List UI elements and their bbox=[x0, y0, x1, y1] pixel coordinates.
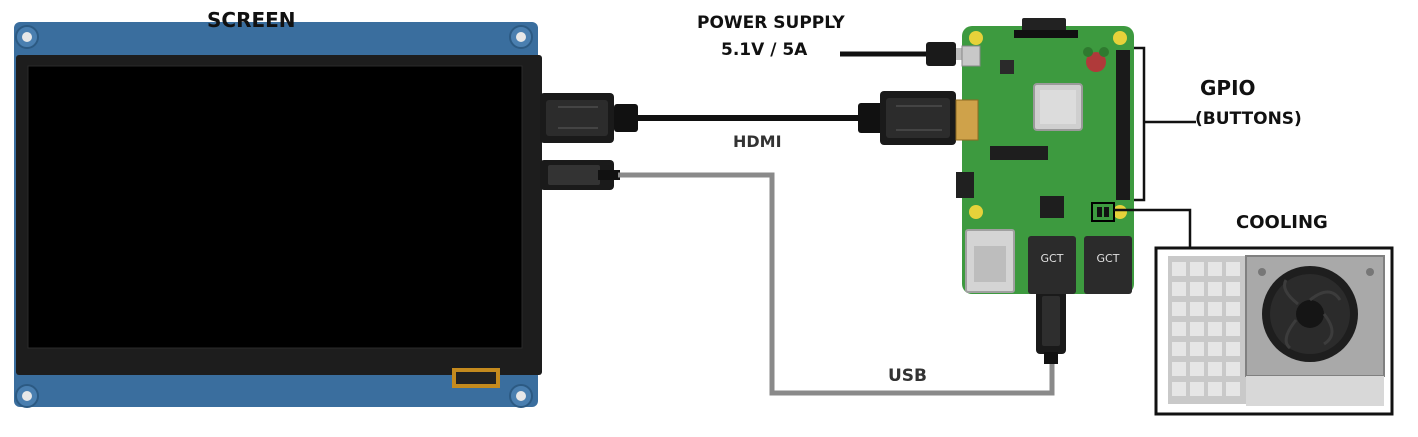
board-hdmi-port bbox=[956, 100, 978, 140]
raspberry-pi-board: GCT GCT bbox=[956, 18, 1134, 294]
label-power-supply: POWER SUPPLY bbox=[697, 13, 845, 33]
cooling-unit bbox=[1156, 248, 1392, 414]
power-cable bbox=[840, 42, 966, 66]
gpio-header bbox=[1116, 50, 1130, 200]
label-hdmi: HDMI bbox=[733, 132, 782, 151]
label-usb: USB bbox=[888, 366, 927, 386]
screen-module bbox=[14, 22, 542, 407]
power-plug bbox=[926, 42, 956, 66]
usb-port-1-text: GCT bbox=[1041, 252, 1064, 265]
label-gpio: GPIO bbox=[1200, 76, 1256, 100]
label-power-rating: 5.1V / 5A bbox=[721, 40, 807, 60]
usb-port-2 bbox=[1084, 236, 1132, 294]
audio-jack bbox=[956, 172, 974, 198]
gpio-bracket bbox=[1134, 48, 1196, 200]
power-port bbox=[962, 46, 980, 66]
usb-port-1 bbox=[1028, 236, 1076, 294]
label-buttons: (BUTTONS) bbox=[1195, 109, 1302, 129]
screen-display bbox=[28, 66, 522, 348]
usb-port-2-text: GCT bbox=[1097, 252, 1120, 265]
label-screen: SCREEN bbox=[207, 8, 296, 32]
label-cooling: COOLING bbox=[1236, 212, 1328, 233]
